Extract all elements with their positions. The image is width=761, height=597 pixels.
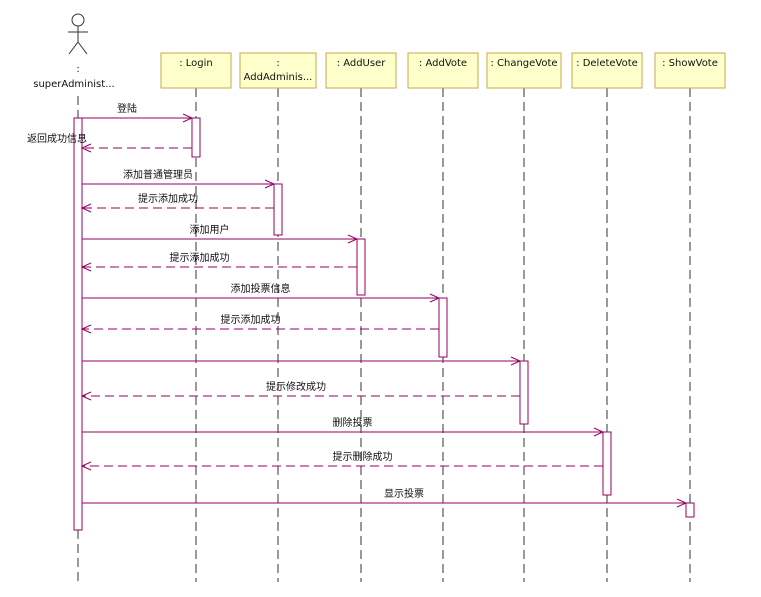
actor: : superAdminist... (33, 13, 115, 90)
lifeline-label-addadmin: AddAdminis... (244, 72, 313, 83)
message-label-1: 返回成功信息 (27, 132, 87, 145)
message-arrowhead-6 (429, 293, 441, 303)
lifeline-box-showvote[interactable] (654, 52, 726, 89)
lifeline-box-addvote[interactable] (407, 52, 479, 89)
lifeline-box-deletevote[interactable] (571, 52, 643, 89)
actor-right-leg (77, 41, 88, 55)
message-label-3: 提示添加成功 (138, 192, 198, 205)
message-arrowhead-0 (182, 113, 194, 123)
messages: 登陆返回成功信息添加普通管理员提示添加成功添加用户提示添加成功添加投票信息提示添… (27, 102, 688, 508)
message-label-9: 提示修改成功 (266, 380, 326, 393)
message-label-6: 添加投票信息 (231, 282, 291, 295)
message-arrowhead-4 (347, 234, 359, 244)
message-arrowhead-10 (593, 427, 605, 437)
actor-head (71, 13, 85, 27)
message-arrowhead-7 (80, 324, 92, 334)
message-label-5: 提示添加成功 (170, 251, 230, 264)
actor-name: superAdminist... (33, 79, 114, 90)
message-arrowhead-2 (264, 179, 276, 189)
lifeline-label-adduser: : AddUser (337, 58, 387, 69)
activation-addadmin (273, 183, 283, 236)
message-label-11: 提示删除成功 (333, 450, 393, 463)
lifeline-box-adduser[interactable] (325, 52, 397, 89)
lifeline-label-changevote: : ChangeVote (490, 58, 557, 69)
lifeline-label-addvote: : AddVote (419, 58, 467, 69)
lifeline-box-login[interactable] (160, 52, 232, 89)
actor-colon: : (76, 64, 79, 75)
activation-changevote (519, 360, 529, 425)
message-arrowhead-11 (80, 461, 92, 471)
lifeline-box-changevote[interactable] (486, 52, 562, 89)
activation-showvote (685, 502, 695, 518)
activations (73, 117, 695, 531)
lifeline-label-addadmin: : (276, 58, 279, 69)
message-arrowhead-5 (80, 262, 92, 272)
lifeline-label-deletevote: : DeleteVote (576, 58, 638, 69)
activation-login (191, 117, 201, 158)
lifeline-label-showvote: : ShowVote (662, 58, 718, 69)
message-label-2: 添加普通管理员 (123, 168, 193, 181)
message-arrowhead-9 (80, 391, 92, 401)
message-arrowhead-3 (80, 203, 92, 213)
activation-deletevote (602, 431, 612, 496)
message-label-0: 登陆 (117, 102, 137, 115)
actor-left-leg (68, 41, 79, 55)
message-label-10: 删除投票 (333, 416, 373, 429)
lifelines: : Login: AddAdminis... : AddUser : AddVote:… (77, 52, 726, 582)
lifeline-label-login: : Login (179, 58, 213, 69)
message-label-7: 提示添加成功 (221, 313, 281, 326)
lifeline-box-addadmin[interactable] (239, 52, 317, 89)
message-arrowhead-12 (676, 498, 688, 508)
activation-adduser (356, 238, 366, 296)
message-label-12: 显示投票 (384, 487, 424, 500)
message-label-4: 添加用户 (190, 223, 230, 236)
activation-addvote (438, 297, 448, 358)
activation-actor (73, 117, 83, 531)
message-arrowhead-1 (80, 143, 92, 153)
message-arrowhead-8 (510, 356, 522, 366)
